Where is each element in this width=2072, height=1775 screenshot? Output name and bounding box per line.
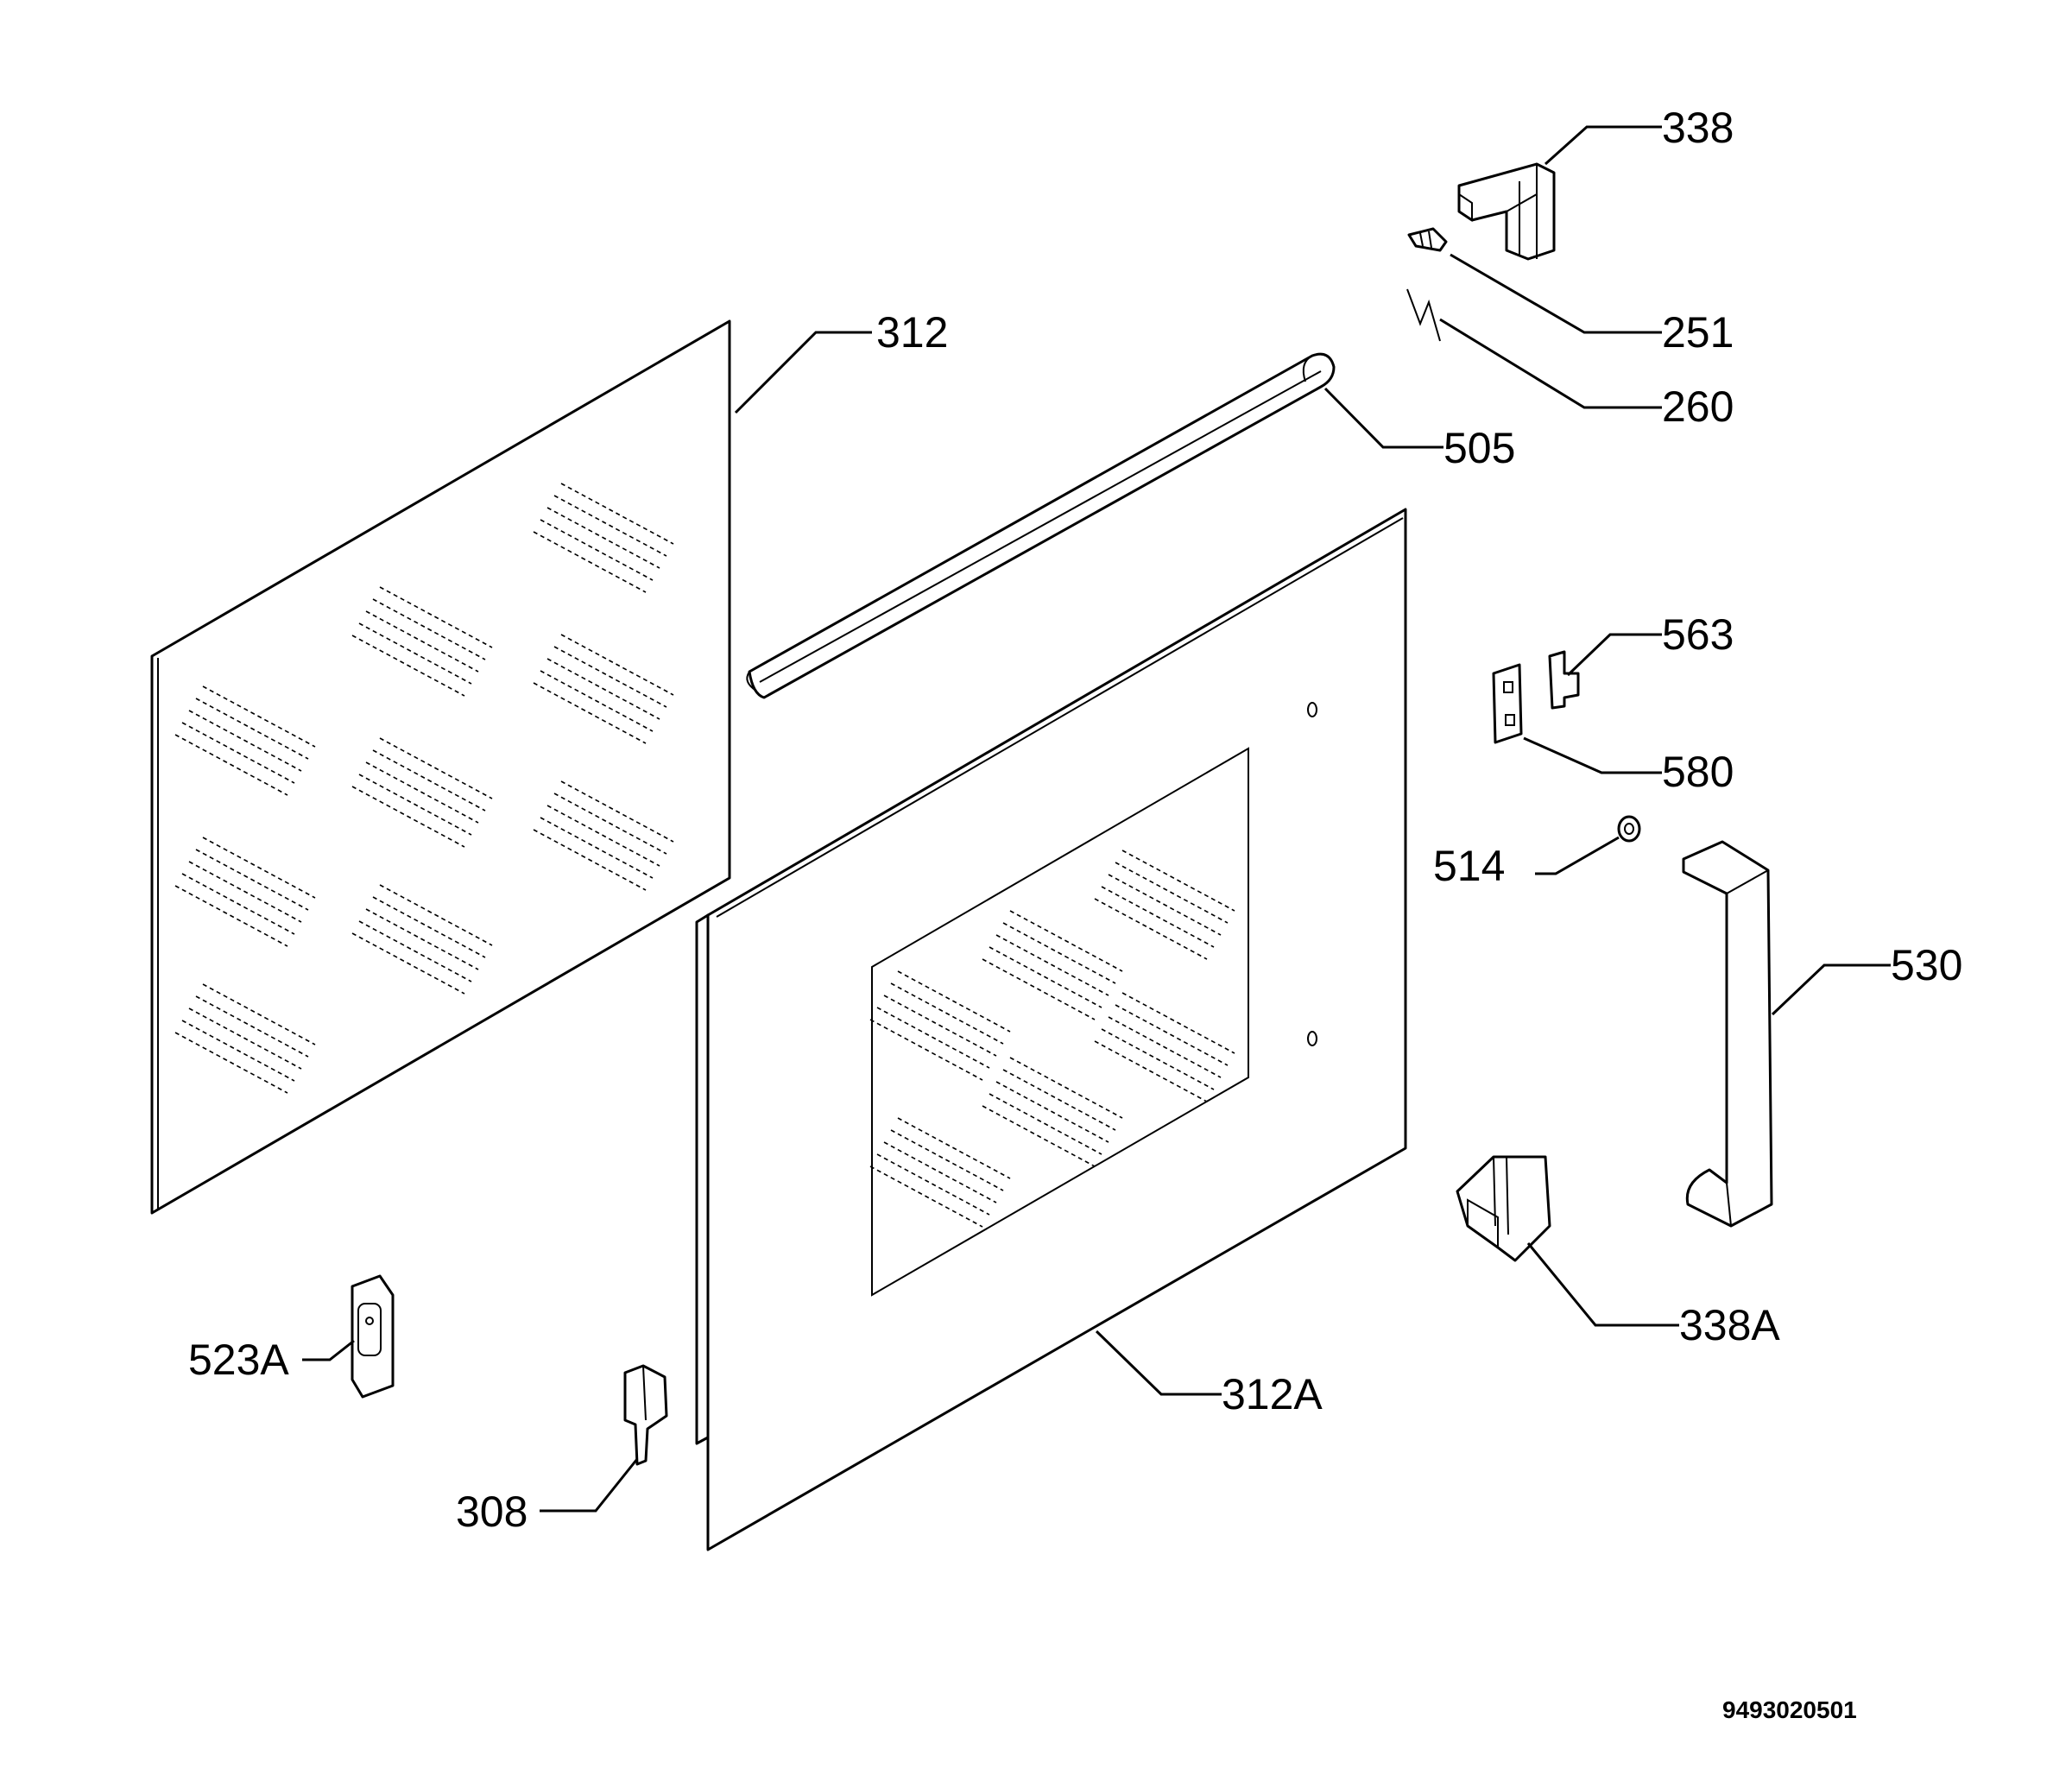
- end-cap-338A: [1456, 1155, 1551, 1262]
- callout-312A: 312A: [1222, 1370, 1323, 1418]
- clip-251: [1407, 227, 1448, 252]
- hatch-patterns-312: [174, 483, 674, 1094]
- end-cap-338: [1457, 162, 1556, 261]
- leader-lines: [302, 125, 1891, 1513]
- hatch-patterns-312A: [869, 850, 1235, 1228]
- document-number: 9493020501: [1722, 1696, 1857, 1723]
- leader-308: [540, 1458, 639, 1513]
- callout-251: 251: [1662, 308, 1734, 357]
- leader-312: [734, 331, 872, 414]
- screw-hole: [1307, 1031, 1317, 1046]
- leader-563: [1566, 633, 1662, 677]
- callout-563: 563: [1662, 610, 1734, 659]
- screw-hole: [1307, 702, 1317, 717]
- callout-labels: 338 251 260 312 505 563 580 514 530 338A…: [188, 104, 1962, 1536]
- leader-338A: [1526, 1242, 1679, 1327]
- glass-panel-312: [150, 319, 731, 1215]
- spring-260: [1406, 288, 1441, 342]
- callout-312: 312: [876, 308, 948, 357]
- leader-338: [1544, 125, 1662, 166]
- callout-580: 580: [1662, 748, 1734, 796]
- callout-530: 530: [1891, 941, 1962, 989]
- door-handle-530: [1682, 840, 1773, 1228]
- door-panel-312A: [695, 508, 1407, 1551]
- switch-plate-523A: [351, 1274, 395, 1399]
- callout-260: 260: [1662, 382, 1734, 431]
- callout-338A: 338A: [1679, 1301, 1780, 1349]
- leader-580: [1523, 736, 1662, 774]
- callout-514: 514: [1433, 842, 1505, 890]
- leader-260: [1439, 318, 1662, 409]
- hinge-clip-308: [623, 1364, 668, 1466]
- leader-312A: [1095, 1330, 1222, 1396]
- leader-530: [1771, 963, 1891, 1016]
- leader-523A: [302, 1339, 355, 1361]
- leader-251: [1450, 253, 1662, 334]
- leader-514: [1535, 836, 1620, 875]
- callout-308: 308: [456, 1488, 527, 1536]
- leader-505: [1323, 387, 1443, 449]
- callout-505: 505: [1443, 424, 1515, 472]
- callout-338: 338: [1662, 104, 1734, 152]
- hinge-block-580: [1492, 663, 1523, 744]
- trim-profile-505: [746, 352, 1336, 699]
- hook-bracket-563: [1548, 650, 1580, 710]
- nut-514: [1617, 815, 1641, 843]
- callout-523A: 523A: [188, 1336, 289, 1384]
